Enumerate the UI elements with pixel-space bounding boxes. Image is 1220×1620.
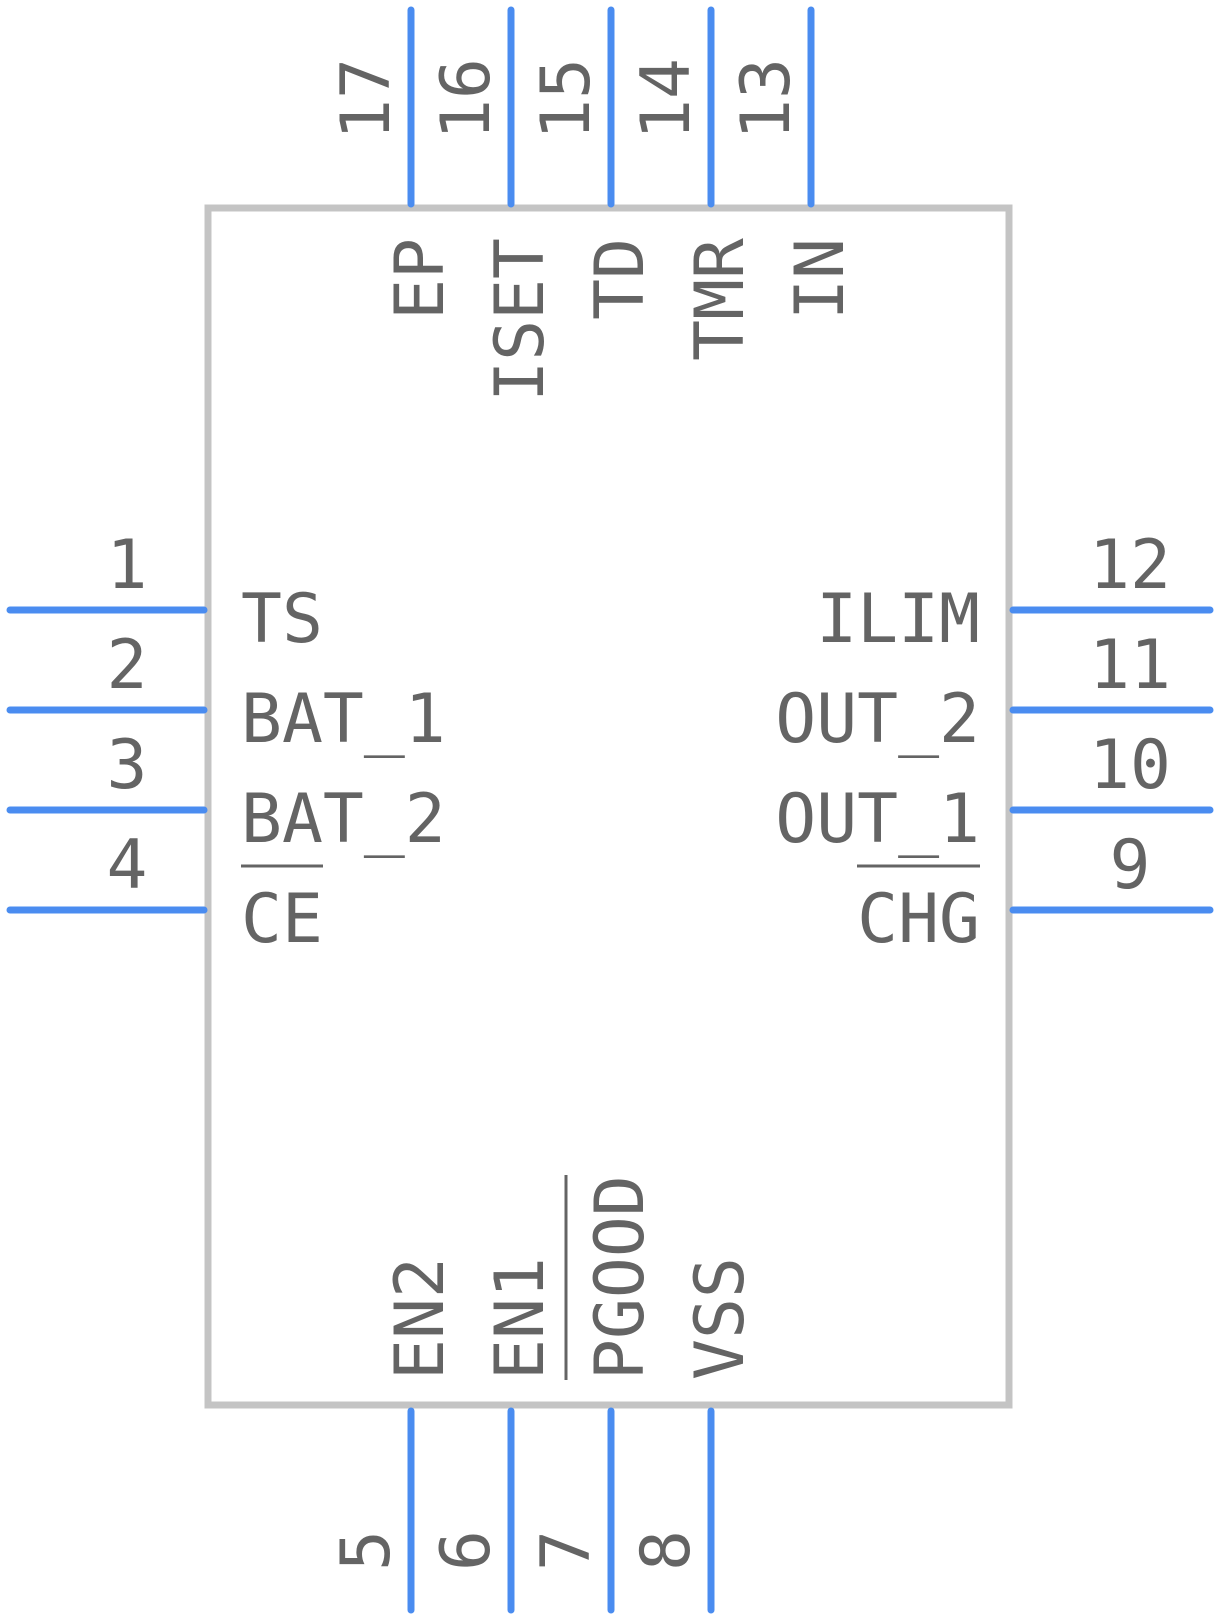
pin-label-en2: EN2 [381, 1257, 460, 1380]
pin-number-16: 16 [427, 58, 506, 140]
pin-label-ilim: ILIM [816, 580, 980, 659]
pin-number-9: 9 [1110, 826, 1151, 905]
pin-label-ts: TS [241, 580, 323, 659]
pin-number-13: 13 [727, 58, 806, 140]
pin-number-14: 14 [627, 58, 706, 140]
pin-label-out-1: OUT_1 [775, 780, 980, 859]
pin-label-bat-1: BAT_1 [241, 680, 446, 759]
pin-number-1: 1 [107, 526, 148, 605]
pin-number-2: 2 [107, 626, 148, 705]
pin-number-4: 4 [107, 826, 148, 905]
pin-label-ce: CE [241, 880, 323, 959]
pin-label-out-2: OUT_2 [775, 680, 980, 759]
pin-label-bat-2: BAT_2 [241, 780, 446, 859]
pin-number-3: 3 [107, 726, 148, 805]
pin-label-in: IN [781, 238, 860, 320]
pin-number-6: 6 [427, 1530, 506, 1571]
pin-number-8: 8 [627, 1530, 706, 1571]
pin-label-chg: CHG [857, 880, 980, 959]
pin-label-tmr: TMR [681, 238, 760, 361]
pin-number-7: 7 [527, 1530, 606, 1571]
pin-label-ep: EP [381, 238, 460, 320]
ic-body [204, 204, 1013, 1409]
pin-number-10: 10 [1089, 726, 1171, 805]
pin-number-15: 15 [527, 58, 606, 140]
pin-label-en1: EN1 [481, 1257, 560, 1380]
pin-number-12: 12 [1089, 526, 1171, 605]
pin-number-17: 17 [327, 58, 406, 140]
pin-label-vss: VSS [681, 1257, 760, 1380]
pin-number-11: 11 [1089, 626, 1171, 705]
pin-label-iset: ISET [481, 238, 560, 402]
pin-label-pgood: PGOOD [581, 1175, 660, 1380]
pin-label-td: TD [581, 238, 660, 320]
pin-number-5: 5 [327, 1530, 406, 1571]
